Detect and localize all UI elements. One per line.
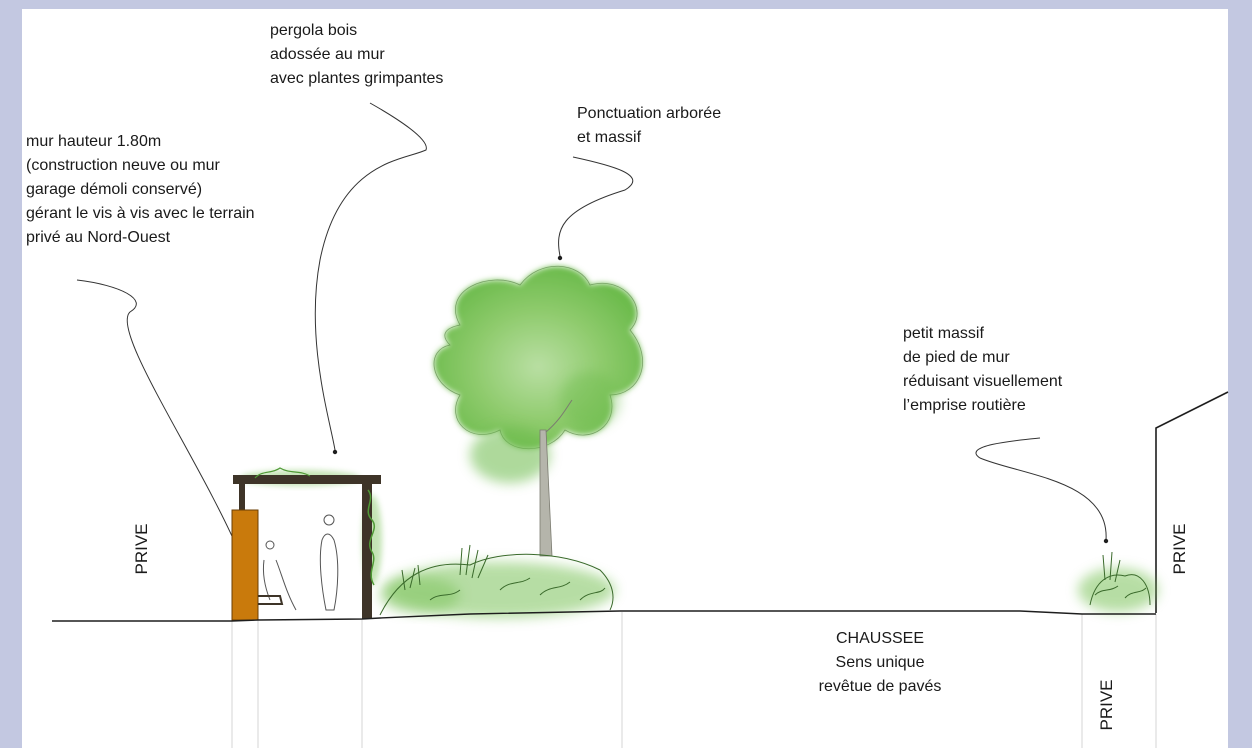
annotation-line: Ponctuation arborée [577,105,722,122]
building-outline [1155,391,1229,613]
annotation-line: garage démoli conservé) [26,181,203,198]
annotation-line: de pied de mur [903,349,1010,366]
section-guide-lines [231,612,1157,748]
annotation-line: (construction neuve ou mur [26,157,220,174]
shrub-massif [379,544,615,618]
small-massif [1078,551,1158,612]
people-sketch [258,514,339,611]
chaussee-title: CHAUSSEE [835,630,925,647]
annotation-line: mur hauteur 1.80m [26,133,162,150]
annotation-line: et massif [577,129,642,146]
pergola [233,467,382,619]
annotation-line: gérant le vis à vis avec le terrain [26,205,255,222]
annotation-pergola: pergola bois adossée au mur avec plantes… [270,19,443,91]
annotation-tree: Ponctuation arborée et massif [577,102,721,150]
annotation-wall: mur hauteur 1.80m (construction neuve ou… [26,130,255,250]
wall [231,509,259,621]
annotation-line: petit massif [903,325,984,342]
annotation-line: réduisant visuellement [903,373,1063,390]
chaussee-line: revêtue de pavés [818,678,942,695]
annotation-line: pergola bois [270,22,358,39]
chaussee-line: Sens unique [835,654,925,671]
ground-line [52,610,1156,622]
annotation-line: avec plantes grimpantes [270,70,444,87]
zone-label-prive-right: PRIVE [1170,523,1189,575]
tree [433,265,644,557]
annotation-line: adossée au mur [270,46,385,63]
annotation-massif: petit massif de pied de mur réduisant vi… [903,322,1062,418]
zone-label-chaussee: CHAUSSEE Sens unique revêtue de pavés [780,627,980,699]
leader-lines [76,102,1107,555]
annotation-line: privé au Nord-Ouest [26,229,171,246]
annotation-line: l’emprise routière [903,397,1026,414]
zone-label-prive-left: PRIVE [132,523,151,575]
zone-label-prive-bottom: PRIVE [1097,679,1116,731]
